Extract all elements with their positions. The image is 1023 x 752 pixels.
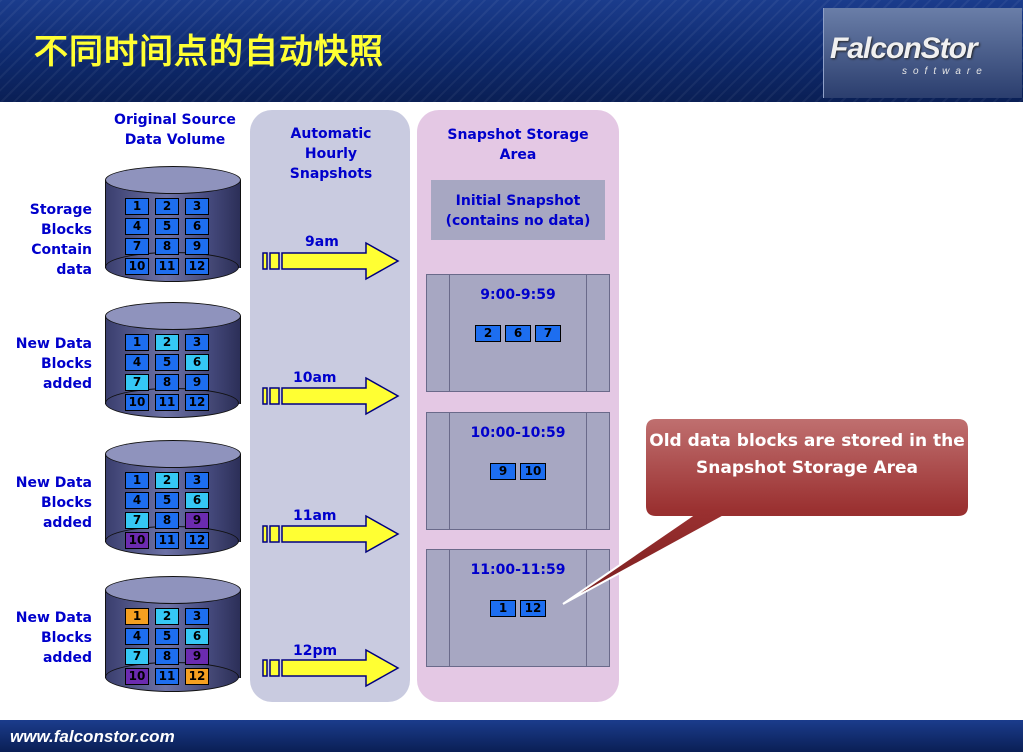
data-block: 10: [125, 258, 149, 275]
arrow-label-11am: 11am: [293, 508, 337, 524]
snapshot-time: 10:00-10:59: [470, 425, 566, 441]
snapshots-lane: [250, 110, 410, 702]
data-block: 6: [185, 354, 209, 371]
data-block: 11: [155, 394, 179, 411]
data-block: 2: [155, 608, 179, 625]
data-block: 7: [125, 238, 149, 255]
data-block: 2: [155, 334, 179, 351]
snapshot-block: 10: [520, 463, 546, 480]
snapshot-block: 2: [475, 325, 501, 342]
initial-snapshot-box: [431, 180, 605, 240]
footer-banner: www.falconstor.com: [0, 720, 1023, 752]
snapshot-block: 7: [535, 325, 561, 342]
arrow-label-10am: 10am: [293, 370, 337, 386]
data-block: 3: [185, 472, 209, 489]
footer-url: www.falconstor.com: [10, 727, 175, 746]
data-block: 8: [155, 238, 179, 255]
snapshot-block: 1: [490, 600, 516, 617]
row-label-2: New Data Blocks added: [15, 336, 92, 392]
data-block: 9: [185, 512, 209, 529]
arrow-label-9am: 9am: [305, 234, 339, 250]
data-block: 9: [185, 374, 209, 391]
snapshot-arrow-icon: [262, 648, 400, 688]
automatic-snapshots-title: Automatic Hourly Snapshots: [289, 126, 373, 182]
data-block: 4: [125, 628, 149, 645]
data-block: 2: [155, 198, 179, 215]
data-block: 11: [155, 258, 179, 275]
snapshot-time: 11:00-11:59: [470, 562, 566, 578]
data-block: 10: [125, 532, 149, 549]
data-block: 5: [155, 492, 179, 509]
data-block: 12: [185, 258, 209, 275]
data-block: 7: [125, 648, 149, 665]
header-banner: 不同时间点的自动快照 FalconStor software: [0, 0, 1023, 102]
data-block: 12: [185, 668, 209, 685]
data-block: 5: [155, 628, 179, 645]
storage-area-title: Snapshot Storage Area: [447, 127, 589, 163]
data-block: 4: [125, 218, 149, 235]
row-label-4: New Data Blocks added: [15, 610, 92, 666]
snapshot-time: 9:00-9:59: [480, 287, 556, 303]
page-title: 不同时间点的自动快照: [34, 32, 384, 72]
data-block: 12: [185, 532, 209, 549]
data-block: 3: [185, 334, 209, 351]
data-block: 3: [185, 198, 209, 215]
data-block: 8: [155, 374, 179, 391]
data-block: 6: [185, 492, 209, 509]
logo-subtext: software: [902, 66, 988, 77]
snapshot-arrow-icon: [262, 241, 400, 281]
data-block: 1: [125, 198, 149, 215]
snapshot-block: 9: [490, 463, 516, 480]
data-block: 4: [125, 492, 149, 509]
arrow-label-12pm: 12pm: [293, 643, 338, 659]
data-block: 1: [125, 472, 149, 489]
initial-snapshot-label: Initial Snapshot (contains no data): [445, 193, 591, 229]
data-block: 10: [125, 394, 149, 411]
row-label-3: New Data Blocks added: [15, 475, 92, 531]
data-block: 1: [125, 334, 149, 351]
data-block: 7: [125, 374, 149, 391]
data-block: 11: [155, 532, 179, 549]
data-block: 4: [125, 354, 149, 371]
data-block: 1: [125, 608, 149, 625]
data-block: 8: [155, 648, 179, 665]
data-block: 2: [155, 472, 179, 489]
callout-text: Old data blocks are stored in the Snapsh…: [649, 431, 965, 478]
data-block: 5: [155, 218, 179, 235]
data-block: 12: [185, 394, 209, 411]
data-block: 7: [125, 512, 149, 529]
data-block: 5: [155, 354, 179, 371]
row-label-1: Storage Blocks Contain data: [29, 202, 92, 278]
source-volume-title: Original Source Data Volume: [114, 112, 236, 148]
data-block: 10: [125, 668, 149, 685]
data-block: 8: [155, 512, 179, 529]
data-block: 9: [185, 648, 209, 665]
falconstor-logo: FalconStor software: [823, 8, 1022, 98]
data-block: 3: [185, 608, 209, 625]
snapshot-block: 12: [520, 600, 546, 617]
data-block: 9: [185, 238, 209, 255]
snapshot-arrow-icon: [262, 376, 400, 416]
logo-text: FalconStor: [830, 32, 978, 65]
data-block: 6: [185, 218, 209, 235]
data-block: 6: [185, 628, 209, 645]
data-block: 11: [155, 668, 179, 685]
snapshot-block: 6: [505, 325, 531, 342]
snapshot-arrow-icon: [262, 514, 400, 554]
